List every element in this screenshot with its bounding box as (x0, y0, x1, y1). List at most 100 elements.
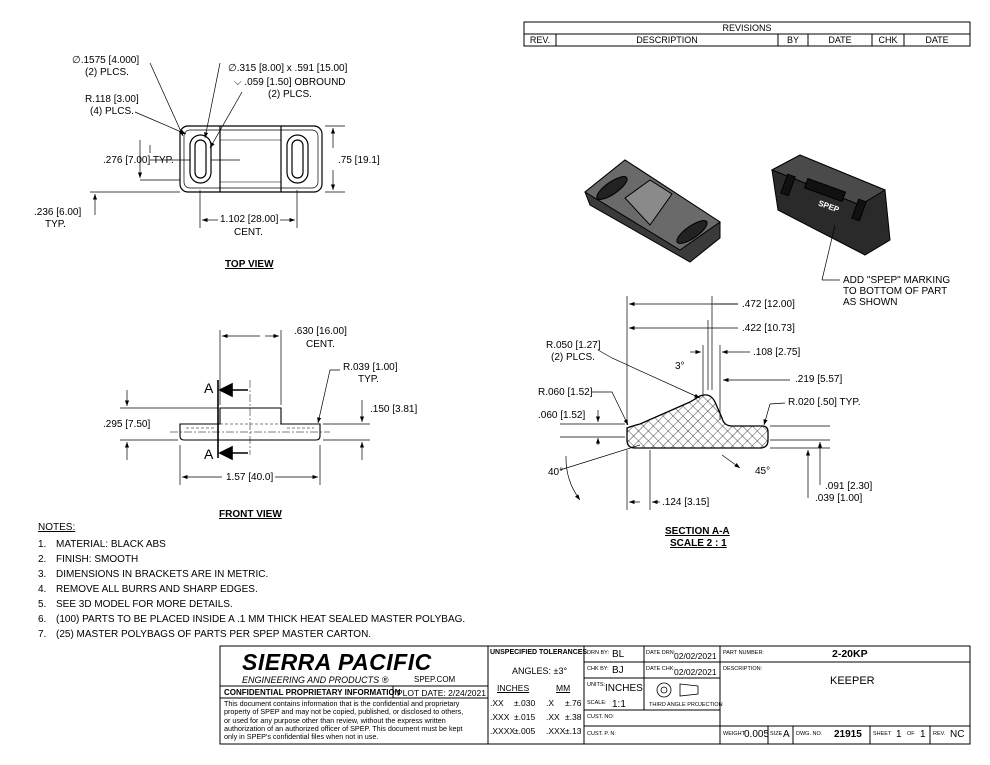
tolerance-cell: .XXX (546, 726, 566, 736)
sec-dim-d8: .124 [3.15] (662, 497, 710, 508)
dim-edge: .236 [6.00] (34, 207, 82, 218)
tolerance-cell: .XXXX (490, 726, 516, 736)
dim-hole-plcs: (2) PLCS. (85, 67, 129, 78)
dim-radius: R.118 [3.00] (85, 94, 139, 105)
note-item: 5.SEE 3D MODEL FOR MORE DETAILS. (38, 599, 233, 610)
website: SPEP.COM (414, 675, 456, 684)
sec-dim-d6: .091 [2.30] (825, 481, 873, 492)
rev-col-chk: CHK (878, 35, 898, 45)
fv-dim-radius-typ: TYP. (358, 374, 379, 385)
top-view-title: TOP VIEW (225, 259, 274, 270)
tol-inches-head: INCHES (497, 683, 530, 693)
company-sub: ENGINEERING AND PRODUCTS ® (242, 675, 389, 685)
tolerance-cell: ±.005 (514, 726, 536, 736)
sheet-total: 1 (920, 729, 926, 740)
tolerance-cell: .XXX (490, 712, 510, 722)
iso-view-bottom (770, 154, 891, 256)
sec-dim-d7: .039 [1.00] (815, 493, 863, 504)
sec-dim-d1: .472 [12.00] (742, 299, 795, 310)
tolerance-cell: .X (546, 698, 555, 708)
size-label: SIZE (770, 731, 783, 737)
dim-edge-typ: TYP. (45, 219, 66, 230)
section-arrows (217, 380, 248, 461)
rev-col-date2: DATE (925, 35, 949, 45)
marking-note-2: TO BOTTOM OF PART (843, 286, 948, 297)
sec-dim-ang3: 45° (755, 466, 771, 477)
part-number: 2-20KP (832, 648, 868, 660)
weight-label: WEIGHT (723, 731, 745, 737)
section-dims (559, 296, 830, 510)
section-scale: SCALE 2 : 1 (670, 538, 727, 549)
sec-dim-r3: R.020 [.50] TYP. (788, 397, 861, 408)
dim-center: 1.102 [28.00] (220, 214, 279, 225)
date-chk: 02/02/2021 (674, 667, 717, 677)
dim-radius-plcs: (4) PLCS. (90, 106, 134, 117)
sec-dim-d3: .108 [2.75] (753, 347, 801, 358)
plot-date: PLOT DATE: 2/24/2021 (397, 688, 486, 698)
note-item: 7.(25) MASTER POLYBAGS OF PARTS PER SPEP… (38, 629, 372, 640)
dim-hole-dia: ∅.1575 [4.000] (72, 55, 140, 66)
description-label: DESCRIPTION: (723, 666, 763, 672)
revisions-title: REVISIONS (722, 23, 772, 33)
description: KEEPER (830, 675, 875, 687)
fv-dim-height: .295 [7.50] (103, 419, 151, 430)
note-item: 4.REMOVE ALL BURRS AND SHARP EDGES. (38, 584, 258, 595)
chk-by-label: CHK BY: (587, 666, 609, 672)
confidential-label: CONFIDENTIAL PROPRIETARY INFORMATION (224, 688, 401, 697)
dim-depth: ⌵ .059 [1.50] OBROUND (234, 77, 346, 88)
sheet-label: SHEET (873, 731, 892, 737)
size: A (783, 729, 790, 740)
tol-mm-head: MM (556, 683, 571, 693)
cust-pn-label: CUST. P. N: (587, 731, 616, 737)
sec-dim-r2: R.060 [1.52] (538, 387, 593, 398)
sec-dim-r1: R.050 [1.27] (546, 340, 601, 351)
tolerances-title: UNSPECIFIED TOLERANCES (490, 649, 588, 656)
fv-dim-center: .630 [16.00] (294, 326, 347, 337)
dim-center-cent: CENT. (234, 227, 263, 238)
note-item: 2.FINISH: SMOOTH (38, 554, 139, 565)
sec-dim-d5: .060 [1.52] (538, 410, 586, 421)
tolerance-cell: ±.13 (565, 726, 582, 736)
rev: NC (950, 729, 965, 740)
dwg-no-label: DWG. NO. (796, 731, 823, 737)
sec-dim-r1-plcs: (2) PLCS. (551, 352, 595, 363)
tolerance-cell: ±.015 (514, 712, 536, 722)
fv-dim-length: 1.57 [40.0] (226, 472, 274, 483)
rev-col-date: DATE (828, 35, 852, 45)
projection-symbol (656, 682, 699, 698)
sec-dim-d4: .219 [5.57] (795, 374, 843, 385)
tolerance-cell: .XX (546, 712, 560, 722)
front-view-part (170, 380, 330, 455)
tolerance-cell: ±.76 (565, 698, 582, 708)
note-item: 6.(100) PARTS TO BE PLACED INSIDE A .1 M… (38, 614, 466, 625)
date-drn-label: DATE DRN: (646, 650, 676, 656)
marking-note-3: AS SHOWN (843, 297, 898, 308)
tolerance-cell: ±.030 (514, 698, 536, 708)
projection-label: THIRD ANGLE PROJECTION (649, 702, 723, 708)
rev-col-by: BY (786, 35, 799, 45)
fv-dim-radius: R.039 [1.00] (343, 362, 398, 373)
marking-note-1: ADD "SPEP" MARKING (843, 275, 951, 286)
tol-angles: ANGLES: ±3° (512, 666, 568, 676)
dim-depth-plcs: (2) PLCS. (268, 89, 312, 100)
section-profile (626, 394, 769, 449)
dim-height: .75 [19.1] (338, 155, 380, 166)
marking-leader (821, 224, 836, 281)
revisions-table-lines (523, 21, 971, 47)
note-item: 3.DIMENSIONS IN BRACKETS ARE IN METRIC. (38, 569, 269, 580)
dim-width: .276 [7.00] TYP. (103, 155, 174, 166)
drn-by-label: DRN BY: (587, 650, 610, 656)
tolerance-cell: ±.38 (565, 712, 582, 722)
sec-dim-d2: .422 [10.73] (742, 323, 795, 334)
units-label: UNITS: (587, 682, 606, 688)
section-letter-bottom: A (204, 446, 214, 462)
disclaimer: This document contains information that … (224, 699, 464, 742)
rev-label: REV. (933, 731, 946, 737)
tolerance-cell: .XX (490, 698, 504, 708)
fv-dim-center-cent: CENT. (306, 339, 335, 350)
chk-by: BJ (612, 665, 624, 676)
drn-by: BL (612, 649, 625, 660)
date-drn: 02/02/2021 (674, 651, 717, 661)
date-chk-label: DATE CHK: (646, 666, 675, 672)
